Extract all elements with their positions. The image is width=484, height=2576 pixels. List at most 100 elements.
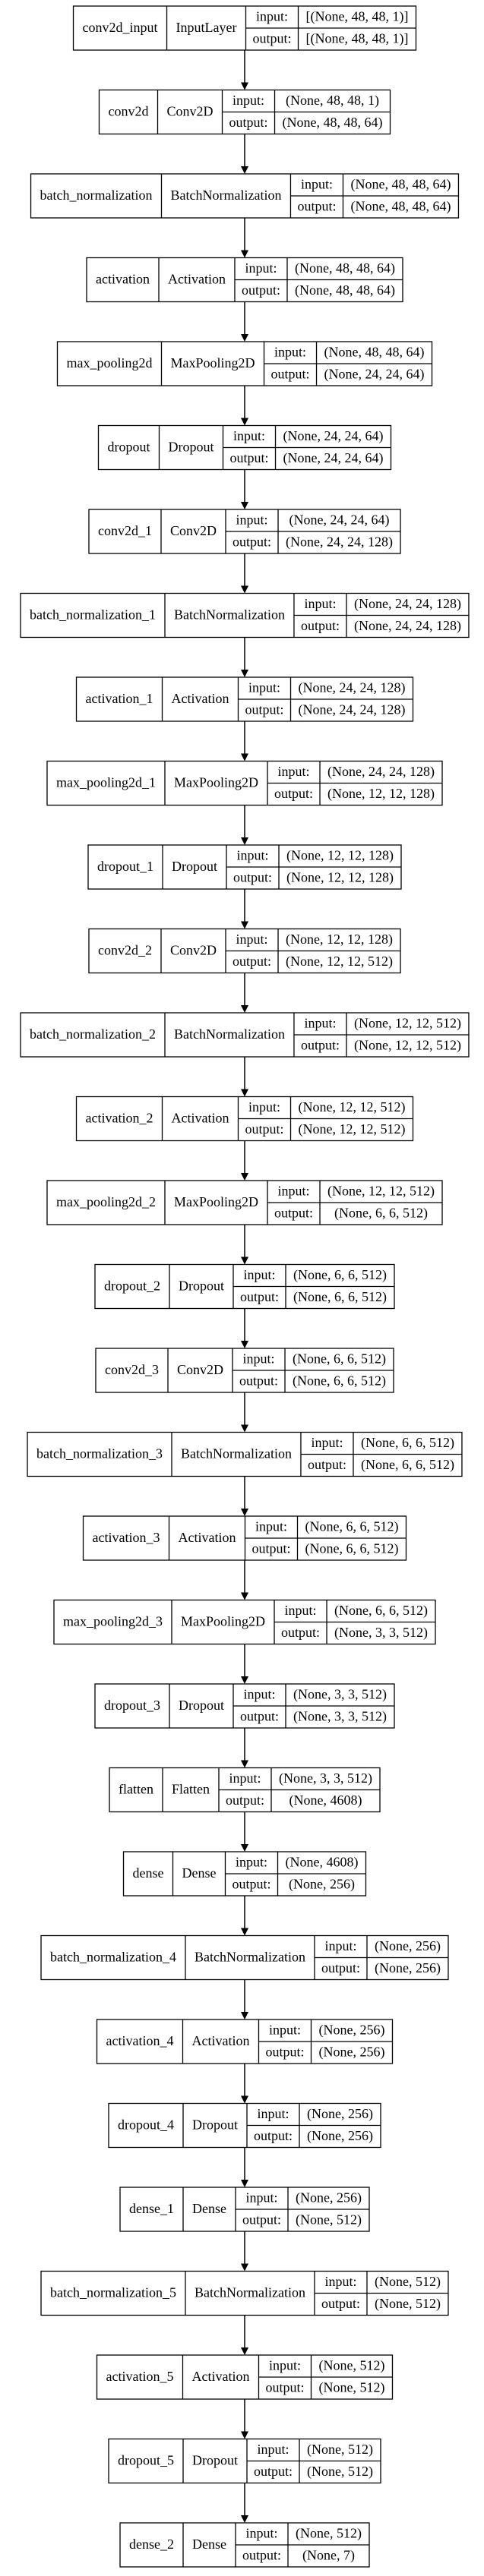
output-label: output: (281, 1625, 320, 1640)
output-shape: (None, 6, 6, 512) (334, 1206, 428, 1222)
output-label: output: (233, 870, 272, 885)
input-label: input: (256, 9, 288, 24)
output-shape: (None, 6, 6, 512) (293, 1289, 387, 1305)
input-label: input: (301, 177, 333, 192)
arrow-head (241, 2431, 248, 2439)
arrow-head (241, 1844, 248, 1852)
arrow-head (241, 1089, 248, 1097)
input-shape: (None, 12, 12, 128) (286, 848, 394, 864)
input-shape: (None, 3, 3, 512) (293, 1687, 387, 1703)
layer-name: max_pooling2d_1 (56, 775, 156, 790)
layer-type: MaxPooling2D (174, 775, 258, 790)
output-shape: (None, 24, 24, 128) (299, 702, 406, 718)
output-label: output: (252, 31, 291, 46)
output-shape: (None, 512) (296, 2212, 362, 2228)
layer-name: dropout_1 (97, 859, 153, 874)
input-shape: [(None, 48, 48, 1)] (306, 9, 409, 25)
output-label: output: (229, 115, 268, 130)
output-shape: (None, 12, 12, 512) (354, 1038, 461, 1054)
input-shape: (None, 12, 12, 512) (354, 1016, 461, 1032)
output-label: output: (240, 1289, 279, 1304)
input-label: input: (245, 2526, 277, 2541)
layer-type: Dropout (169, 440, 214, 455)
arrow-head (241, 250, 248, 258)
input-shape: (None, 12, 12, 512) (327, 1184, 435, 1200)
arrow-head (241, 1592, 248, 1600)
output-label: output: (308, 1457, 346, 1472)
output-label: output: (242, 282, 280, 298)
arrow-head (241, 418, 248, 426)
layer-name: batch_normalization_2 (30, 1026, 156, 1042)
input-label: input: (244, 1687, 276, 1702)
output-shape: (None, 12, 12, 512) (299, 1121, 406, 1137)
layer-name: dense_2 (129, 2537, 174, 2552)
input-label: input: (269, 2358, 301, 2373)
input-shape: (None, 256) (375, 1938, 441, 1954)
arrow-head (241, 1173, 248, 1181)
layer-type: BatchNormalization (174, 1026, 285, 1042)
input-label: input: (248, 1099, 280, 1115)
output-label: output: (226, 1792, 264, 1808)
output-label: output: (233, 534, 271, 550)
arrow-head (241, 753, 248, 761)
layer-name: dropout (108, 440, 150, 455)
layer-name: batch_normalization_5 (50, 2285, 176, 2300)
layer-type: Activation (192, 2369, 250, 2384)
input-shape: (None, 512) (307, 2442, 373, 2458)
arrow-head (241, 1760, 248, 1768)
output-label: output: (265, 2045, 304, 2060)
input-shape: (None, 256) (319, 2023, 385, 2038)
layer-type: Dense (192, 2537, 226, 2552)
output-label: output: (245, 702, 283, 717)
layer-type: Dropout (172, 859, 217, 874)
arrow-head (241, 166, 248, 174)
input-label: input: (236, 932, 268, 947)
arrow-head (241, 1005, 248, 1013)
layer-name: dense_1 (129, 2201, 174, 2216)
arrow-head (241, 2095, 248, 2104)
output-shape: (None, 256) (319, 2045, 385, 2060)
input-label: input: (248, 680, 280, 695)
output-shape: (None, 256) (307, 2128, 373, 2144)
input-shape: (None, 24, 24, 64) (289, 512, 390, 528)
layer-name: batch_normalization_3 (36, 1446, 163, 1461)
layer-name: activation_4 (106, 2033, 174, 2048)
layer-name: dropout_5 (118, 2453, 174, 2468)
arrow-head (241, 1341, 248, 1348)
layer-type: Dense (182, 1865, 217, 1881)
input-shape: (None, 48, 48, 1) (286, 93, 379, 109)
layer-name: activation_3 (93, 1530, 160, 1545)
input-shape: (None, 256) (307, 2106, 373, 2122)
output-shape: (None, 3, 3, 512) (334, 1625, 428, 1641)
input-label: input: (269, 2023, 301, 2038)
layer-name: batch_normalization (40, 188, 153, 203)
output-label: output: (321, 2296, 360, 2311)
output-shape: (None, 6, 6, 512) (293, 1373, 386, 1389)
output-shape: (None, 512) (307, 2464, 373, 2480)
arrow-head (241, 334, 248, 342)
layer-name: activation_5 (106, 2369, 174, 2384)
input-label: input: (243, 1351, 275, 1367)
output-shape: (None, 6, 6, 512) (305, 1541, 399, 1557)
input-label: input: (285, 1603, 317, 1618)
layer-name: batch_normalization_1 (30, 607, 156, 623)
layer-type: Conv2D (177, 1362, 223, 1377)
output-shape: (None, 512) (375, 2296, 441, 2312)
input-shape: (None, 24, 24, 128) (299, 680, 406, 696)
layer-name: activation_1 (86, 691, 153, 706)
input-shape: (None, 6, 6, 512) (305, 1519, 399, 1535)
input-label: input: (233, 93, 264, 108)
output-label: output: (230, 450, 269, 465)
arrow-head (241, 585, 248, 594)
